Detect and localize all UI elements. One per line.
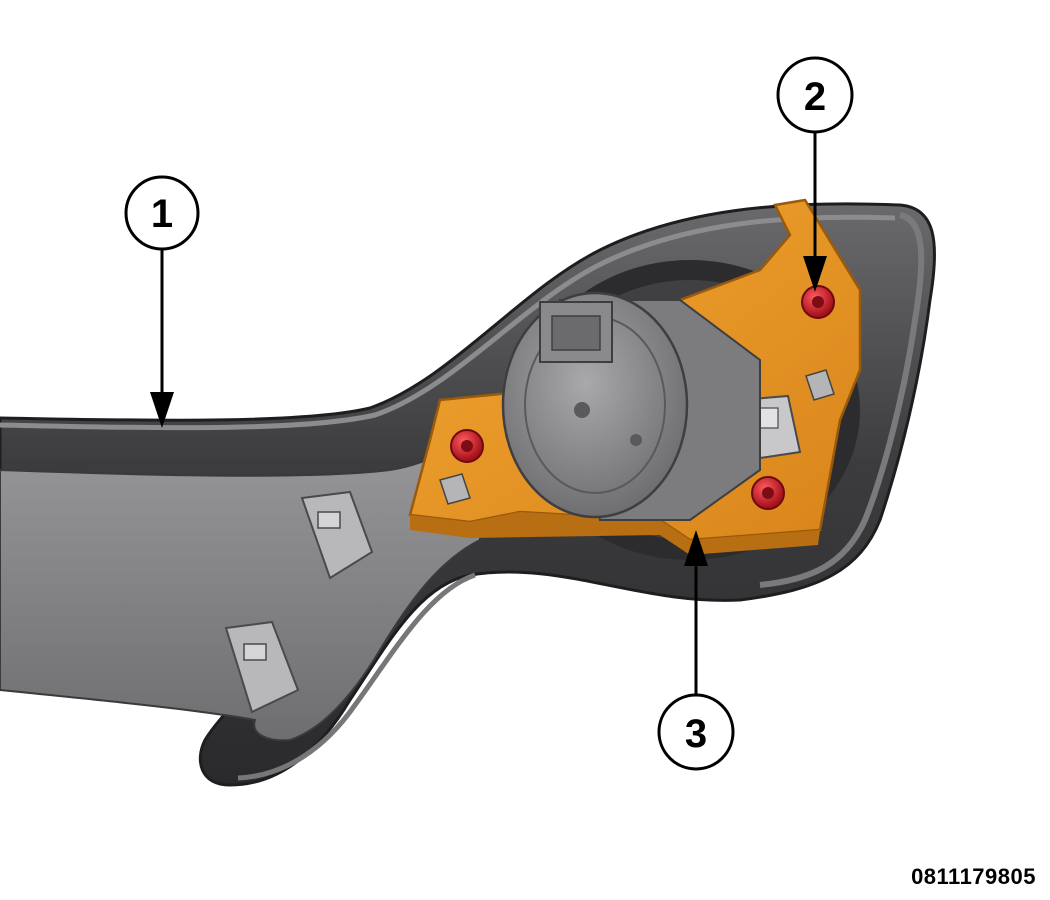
callout-1: 1 xyxy=(124,175,200,428)
retaining-clip xyxy=(300,490,374,580)
screw xyxy=(801,285,835,319)
figure-id: 0811179805 xyxy=(911,864,1036,889)
switch-body xyxy=(501,291,761,521)
bracket-peg xyxy=(439,473,471,505)
callout-label: 1 xyxy=(151,192,173,236)
bezel-lower-lip xyxy=(237,572,476,781)
retaining-clip xyxy=(224,620,300,714)
bezel-top-lip xyxy=(0,214,896,431)
bezel-inner-face xyxy=(0,417,481,742)
bezel-right-rim xyxy=(759,212,925,588)
callout-label: 3 xyxy=(685,712,707,756)
screw xyxy=(751,476,785,510)
bracket-lower-edge xyxy=(410,512,820,555)
callout-2: 2 xyxy=(776,56,854,292)
callout-label: 2 xyxy=(804,75,826,119)
callout-3: 3 xyxy=(657,530,735,771)
screw xyxy=(450,429,484,463)
bracket-peg xyxy=(805,369,835,401)
